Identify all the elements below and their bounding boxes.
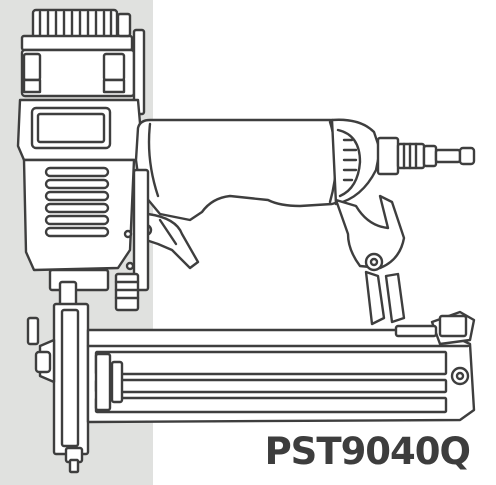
- tool-head: [16, 98, 144, 162]
- trigger: [139, 212, 200, 270]
- model-number-label: PST9040Q: [264, 430, 471, 473]
- air-fitting: [330, 118, 476, 206]
- grip-housing: [22, 158, 150, 292]
- nose-piece: [26, 268, 140, 474]
- handle-body: [134, 118, 354, 222]
- exhaust-cap: [20, 8, 134, 52]
- magazine: [86, 310, 476, 424]
- cylinder-cap: [20, 28, 146, 116]
- rear-grip-leg: [334, 194, 406, 326]
